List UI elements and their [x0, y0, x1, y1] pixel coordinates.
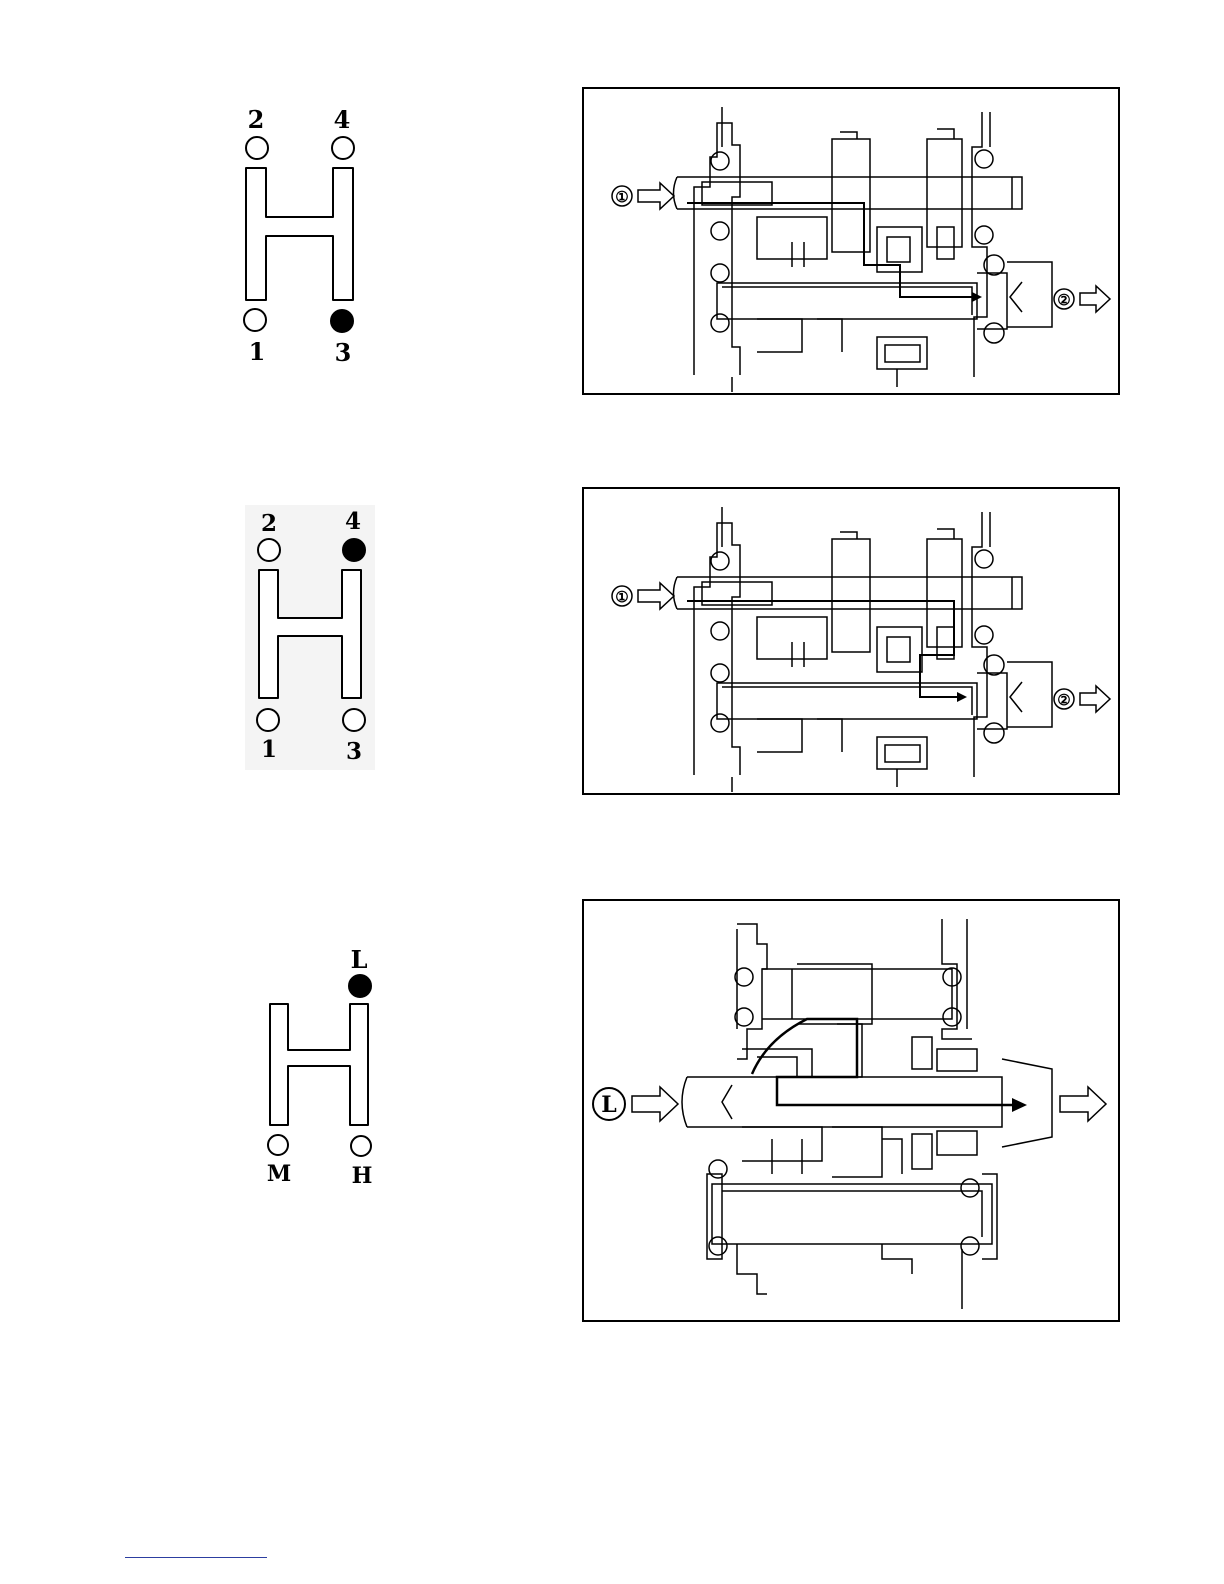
gear-3-indicator: [343, 709, 365, 731]
gear-1-indicator: [244, 309, 266, 331]
shift-gate: [246, 168, 353, 300]
shift-pattern-1: 2 4 1 3: [230, 100, 370, 370]
gear-1-indicator: [257, 709, 279, 731]
diagram-frame: [583, 488, 1119, 794]
shift-pattern-3: L M H: [255, 940, 385, 1190]
gear-1-label: 1: [249, 337, 266, 366]
gear-2-label: 2: [248, 105, 265, 134]
transmission-diagram-1: ① ②: [582, 87, 1120, 395]
transmission-diagram-2: ① ②: [582, 487, 1120, 795]
gear-3-label: 3: [335, 338, 352, 367]
range-m-indicator: [268, 1135, 288, 1155]
shift-pattern-2: 2 4 1 3: [245, 505, 375, 770]
shift-gate: [270, 1004, 368, 1125]
gear-4-indicator-selected: [343, 539, 365, 561]
range-l-label: L: [351, 945, 368, 974]
input-label: ①: [615, 188, 628, 206]
footer-rule: [125, 1557, 267, 1558]
gear-4-label: 4: [345, 508, 361, 535]
output-label: ②: [1057, 691, 1070, 709]
gear-2-indicator: [246, 137, 268, 159]
range-h-indicator: [351, 1136, 371, 1156]
input-label: ①: [615, 588, 628, 606]
gear-2-label: 2: [261, 510, 277, 537]
input-label: L: [601, 1092, 616, 1118]
gear-2-indicator: [258, 539, 280, 561]
range-h-label: H: [352, 1163, 373, 1189]
diagram-frame: [583, 88, 1119, 394]
range-l-indicator-selected: [349, 975, 371, 997]
gear-1-label: 1: [261, 736, 277, 763]
range-m-label: M: [267, 1161, 291, 1187]
gear-3-label: 3: [346, 738, 362, 765]
output-label: ②: [1057, 291, 1070, 309]
transmission-diagram-3: L: [582, 899, 1120, 1322]
gear-3-indicator-selected: [331, 310, 353, 332]
gear-4-label: 4: [334, 105, 351, 134]
gear-4-indicator: [332, 137, 354, 159]
